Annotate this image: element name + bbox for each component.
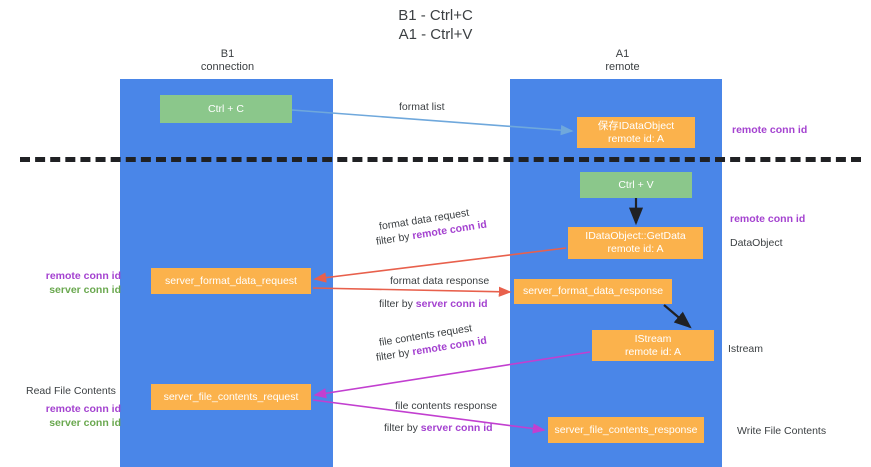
filter-prefix: filter by: [379, 298, 416, 310]
label-file-contents-response-filter: filter by server conn id: [384, 421, 493, 436]
box-server-file-contents-request[interactable]: server_file_contents_request: [151, 384, 311, 410]
note-istream: Istream: [728, 343, 764, 355]
note-remote-conn-id-top: remote conn id: [732, 124, 808, 136]
lane-header-a1: A1 remote: [545, 48, 700, 74]
box-idataobject-line1: 保存IDataObject: [597, 119, 675, 132]
box-idataobject[interactable]: 保存IDataObject remote id: A: [577, 117, 695, 148]
box-ctrl-c[interactable]: Ctrl + C: [160, 95, 292, 123]
lane-header-b1-role: connection: [200, 61, 255, 73]
filter-key-server-conn-id: server conn id: [420, 422, 493, 434]
note-write-file-contents: Write File Contents: [737, 425, 827, 437]
box-server-file-contents-response[interactable]: server_file_contents_response: [548, 417, 704, 443]
box-idataobject-getdata[interactable]: IDataObject::GetData remote id: A: [568, 227, 703, 259]
note-read-file-contents: Read File Contents: [26, 385, 116, 397]
box-server-format-data-request-label: server_format_data_request: [165, 274, 297, 287]
note-remote-conn-id-mid: remote conn id: [730, 213, 806, 225]
box-server-format-data-response-label: server_format_data_response: [522, 285, 664, 297]
page-title: B1 - Ctrl+C A1 - Ctrl+V: [0, 6, 871, 44]
legend-remote-conn-id: remote conn id: [45, 270, 121, 282]
box-getdata-line1: IDataObject::GetData: [585, 230, 686, 242]
box-istream-line1: IStream: [634, 332, 672, 345]
label-file-contents-response: file contents response: [395, 400, 498, 412]
phase-divider: [20, 157, 861, 162]
lane-header-a1-name: A1: [615, 48, 630, 60]
box-ctrl-v[interactable]: Ctrl + V: [580, 172, 692, 198]
box-istream-line2: remote id: A: [624, 345, 682, 358]
box-getdata-line2: remote id: A: [607, 243, 664, 255]
lane-header-b1: B1 connection: [150, 48, 305, 74]
label-format-data-response: format data response: [390, 275, 490, 287]
box-ctrl-c-label: Ctrl + C: [208, 102, 244, 115]
filter-prefix: filter by: [384, 422, 421, 434]
filter-key-server-conn-id: server conn id: [415, 298, 488, 310]
box-server-format-data-request[interactable]: server_format_data_request: [151, 268, 311, 294]
label-format-list: format list: [399, 101, 445, 113]
title-line-2: A1 - Ctrl+V: [398, 26, 473, 43]
lane-header-a1-role: remote: [605, 61, 640, 73]
legend-conn-ids-bottom: remote conn id server conn id: [21, 402, 121, 430]
box-server-format-data-response[interactable]: server_format_data_response: [514, 279, 672, 304]
box-server-file-contents-response-label: server_file_contents_response: [554, 423, 698, 436]
box-ctrl-v-label: Ctrl + V: [618, 178, 654, 191]
box-server-file-contents-request-label: server_file_contents_request: [163, 390, 299, 403]
legend-server-conn-id: server conn id: [49, 417, 121, 429]
lane-header-b1-name: B1: [220, 48, 235, 60]
title-line-1: B1 - Ctrl+C: [398, 7, 473, 24]
legend-server-conn-id: server conn id: [49, 284, 121, 296]
label-format-data-response-filter: filter by server conn id: [379, 297, 488, 312]
box-idataobject-line2: remote id: A: [607, 132, 665, 145]
legend-conn-ids-mid: remote conn id server conn id: [21, 269, 121, 297]
box-istream[interactable]: IStream remote id: A: [592, 330, 714, 361]
note-dataobject: DataObject: [730, 237, 783, 249]
legend-remote-conn-id: remote conn id: [45, 403, 121, 415]
